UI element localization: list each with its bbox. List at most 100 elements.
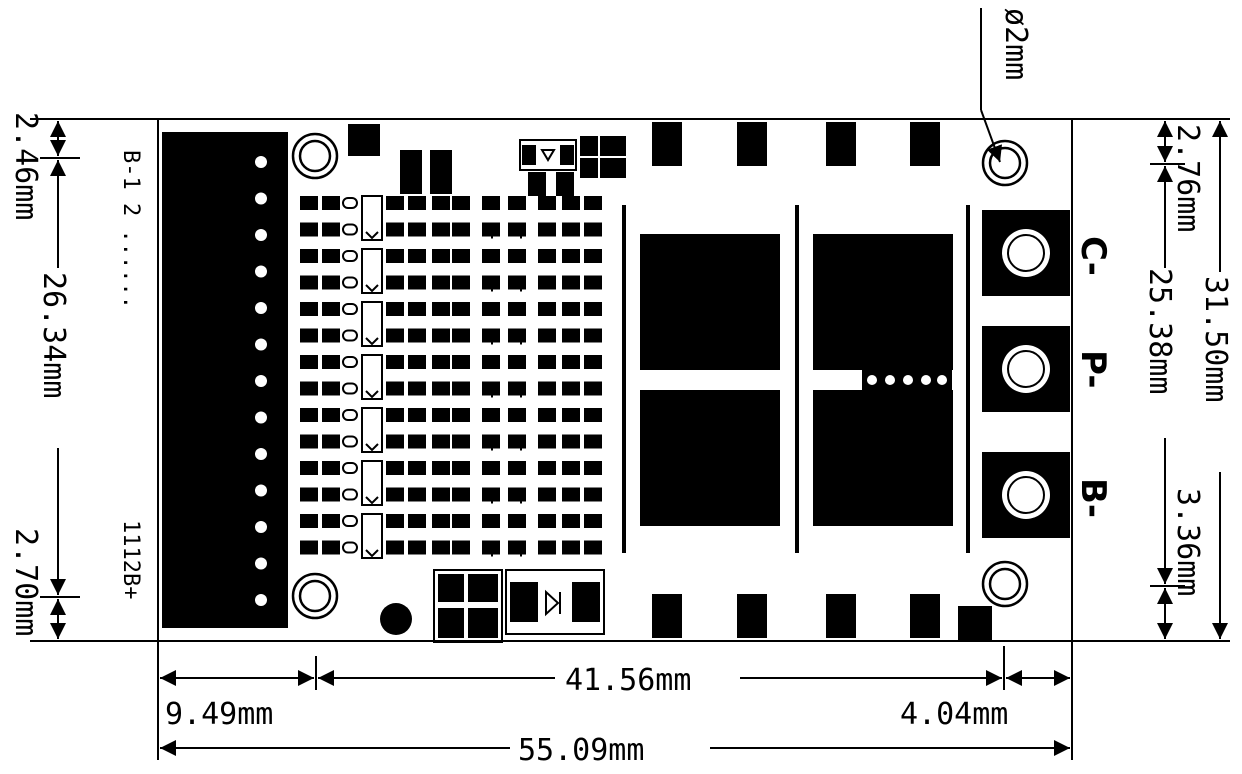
smd-pad <box>300 408 318 422</box>
smd-pad <box>386 275 404 290</box>
fuse <box>361 407 383 453</box>
smd-pad <box>584 514 602 528</box>
balance-end-label: 1112B+ <box>118 520 143 599</box>
smd-pad <box>408 381 426 396</box>
smd-pad <box>538 196 556 210</box>
transistor-mark <box>487 333 526 345</box>
right-bottom-dimension: 3.36mm <box>1170 488 1205 596</box>
smd-pad <box>386 302 404 316</box>
smd-resistor <box>342 409 358 421</box>
smd-resistor <box>342 541 358 554</box>
fuse <box>361 460 383 506</box>
connector-pin <box>255 375 267 387</box>
fuse <box>361 513 383 559</box>
smd-resistor <box>342 488 358 501</box>
smd-pad <box>452 355 470 369</box>
fuse-mark <box>365 337 379 346</box>
smd-pad <box>538 249 556 263</box>
smd-pad <box>452 540 470 555</box>
smd-pad <box>584 487 602 502</box>
smd-pad <box>584 381 602 396</box>
smd-pad <box>584 222 602 237</box>
smd-pad <box>562 355 580 369</box>
fuse-mark <box>365 231 379 240</box>
terminal-p <box>982 326 1070 412</box>
smd-pad <box>538 355 556 369</box>
smd-pad <box>508 302 526 316</box>
smd-pad <box>300 249 318 263</box>
connector-pin <box>255 521 267 533</box>
connector-pin <box>255 338 267 351</box>
smd-pad <box>452 328 470 343</box>
smd-pad <box>562 461 580 475</box>
smd-pad <box>432 328 450 343</box>
smd-pad <box>562 302 580 316</box>
fuse <box>361 301 383 347</box>
fuse-mark <box>365 284 379 293</box>
smd-pad <box>508 461 526 475</box>
smd-resistor <box>342 250 358 262</box>
smd-pad <box>538 434 556 449</box>
smd-pad <box>408 249 426 263</box>
smd-pad <box>322 328 340 343</box>
connector-pin <box>255 229 267 241</box>
smd-pad <box>584 355 602 369</box>
mounting-holes <box>291 132 1029 620</box>
smd-pad <box>408 461 426 475</box>
right-top-dimension: 2.76mm <box>1170 124 1205 232</box>
smd-pad <box>584 196 602 210</box>
fuse <box>361 354 383 400</box>
smd-pad <box>562 514 580 528</box>
smd-pad <box>452 434 470 449</box>
smd-pad <box>322 196 340 210</box>
connector-pin <box>255 411 267 424</box>
connector-pin <box>255 448 267 460</box>
smd-pad <box>386 355 404 369</box>
smd-resistor <box>342 515 358 527</box>
transistor-mark <box>487 280 526 292</box>
smd-pad <box>482 196 500 210</box>
smd-pad <box>538 514 556 528</box>
smd-pad <box>452 408 470 422</box>
smd-pad <box>452 249 470 263</box>
smd-pad <box>386 196 404 210</box>
smd-pad <box>584 302 602 316</box>
smd-pad <box>452 381 470 396</box>
smd-pad <box>300 355 318 369</box>
terminal-c-label: C- <box>1073 236 1113 276</box>
right-offset-dimension: 4.04mm <box>900 697 1008 732</box>
smd-resistor <box>342 223 358 236</box>
smd-resistor <box>342 329 358 342</box>
connector-pin <box>255 156 267 168</box>
smd-pad <box>508 408 526 422</box>
span-width-dimension: 41.56mm <box>565 663 691 698</box>
smd-pad <box>300 222 318 237</box>
smd-pad <box>538 302 556 316</box>
terminal-b <box>982 452 1070 538</box>
smd-pad <box>300 196 318 210</box>
connector-pin <box>255 557 267 570</box>
fuse <box>361 195 383 241</box>
smd-resistor <box>342 382 358 395</box>
smd-pad <box>408 222 426 237</box>
smd-pad <box>432 514 450 528</box>
smd-pad <box>300 487 318 502</box>
smd-pad <box>452 222 470 237</box>
smd-pad <box>508 514 526 528</box>
smd-pad <box>452 275 470 290</box>
smd-pad <box>300 381 318 396</box>
smd-pad <box>432 487 450 502</box>
smd-pad <box>584 249 602 263</box>
smd-pad <box>562 408 580 422</box>
smd-pad <box>538 487 556 502</box>
smd-pad <box>562 249 580 263</box>
smd-pad <box>408 540 426 555</box>
smd-pad <box>452 487 470 502</box>
smd-pad <box>432 249 450 263</box>
transistor-mark <box>487 492 526 504</box>
fuse-mark <box>365 549 379 558</box>
smd-resistor <box>342 303 358 315</box>
smd-pad <box>562 540 580 555</box>
smd-pad <box>408 408 426 422</box>
fuse-mark <box>365 390 379 399</box>
